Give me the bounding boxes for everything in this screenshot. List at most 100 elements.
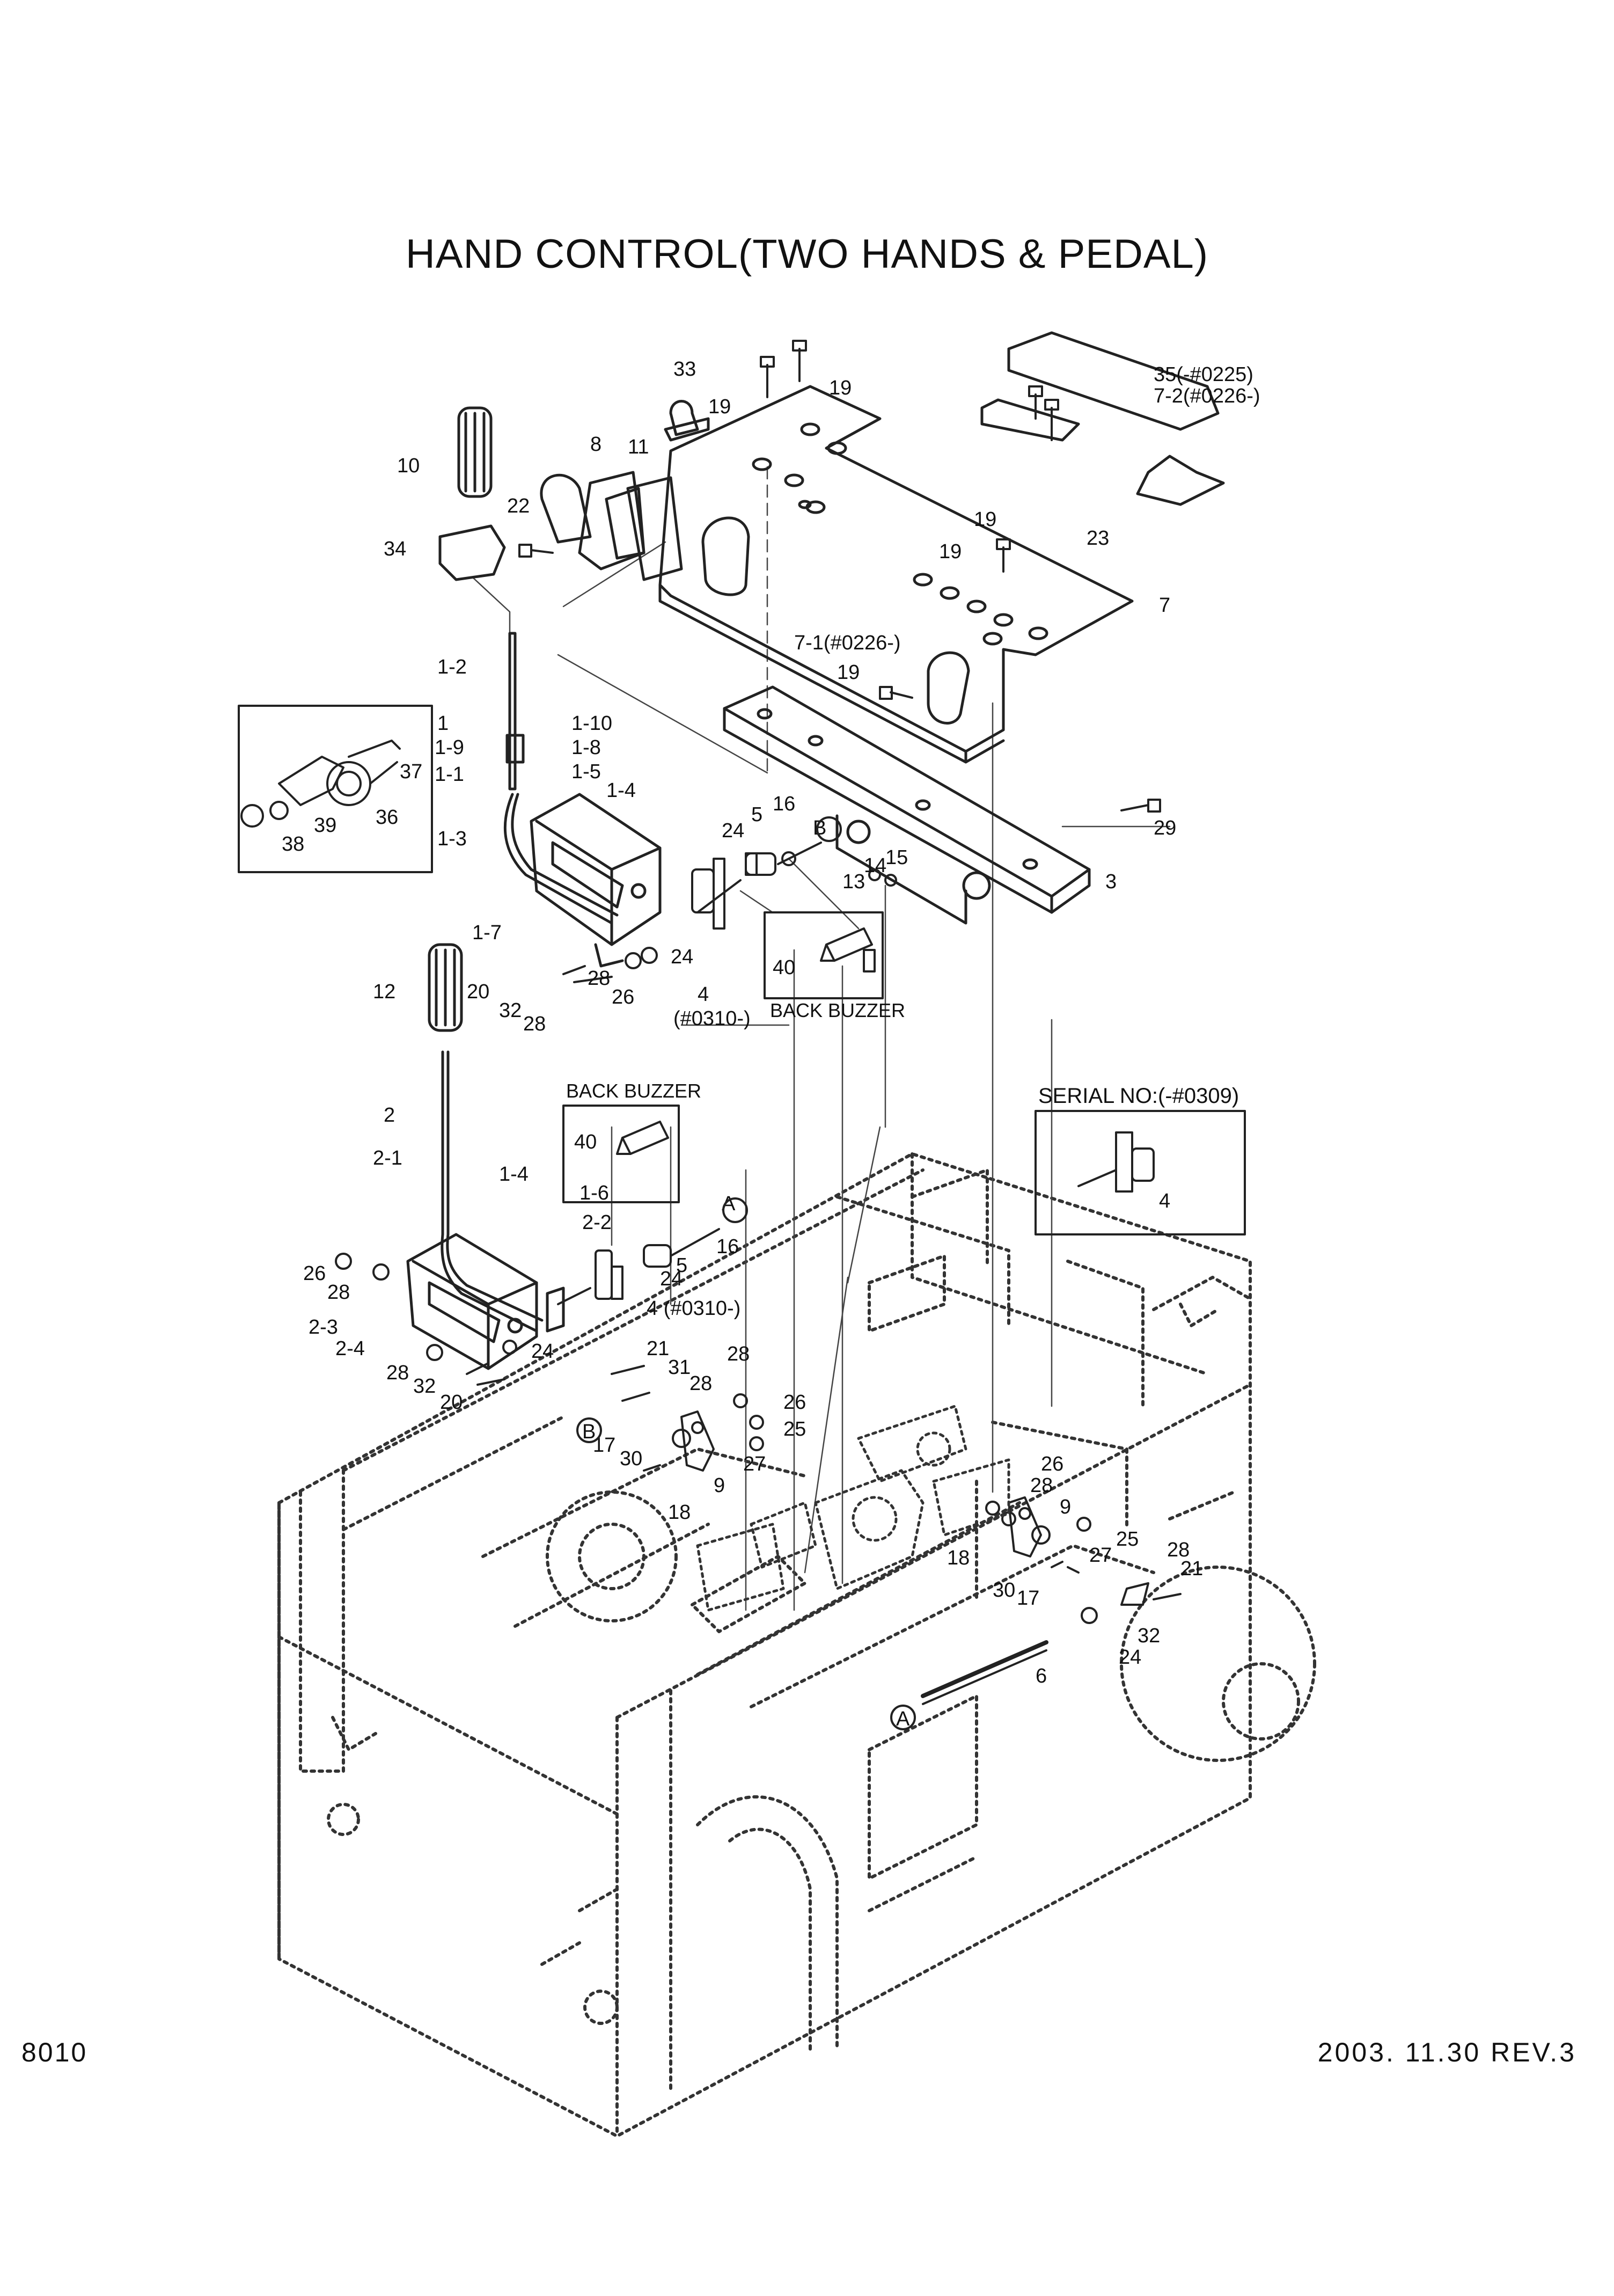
callout-label: 2-3 (309, 1316, 338, 1339)
callout-label: 27 (743, 1453, 766, 1475)
callout-label: 1-2 (437, 656, 467, 678)
box-captions: BACK BUZZER BACK BUZZER SERIAL NO:(-#030… (566, 999, 1239, 1108)
page-title: HAND CONTROL(TWO HANDS & PEDAL) (405, 231, 1209, 277)
revision-date: 2003. 11.30 REV.3 (1317, 2037, 1576, 2067)
back-buzzer-caption: BACK BUZZER (770, 999, 905, 1021)
floor-pads (980, 331, 1225, 506)
callout-label: 20 (467, 981, 489, 1003)
callout-label: 1-4 (606, 779, 636, 802)
callout-label: 17 (593, 1434, 615, 1457)
leader-lines (471, 466, 1171, 1611)
callout-label: 16 (773, 793, 795, 815)
callout-label: 25 (1116, 1528, 1139, 1551)
callout-label: 2-2 (582, 1211, 612, 1234)
callout-label: 17 (1017, 1587, 1039, 1610)
callout-label: 28 (327, 1281, 350, 1304)
callout-label: 24 (722, 820, 744, 842)
callout-label: 19 (708, 396, 731, 418)
bolts (369, 340, 1161, 813)
callout-label: 27 (1089, 1544, 1112, 1567)
callout-label: 28 (1030, 1474, 1053, 1497)
callout-label: 30 (993, 1579, 1015, 1602)
page-code: 8010 (21, 2037, 88, 2067)
callout-label: 31 (668, 1356, 691, 1379)
callout-label: 9 (1060, 1496, 1071, 1518)
callout-label: 34 (384, 538, 406, 560)
callout-label: 40 (773, 956, 795, 979)
callout-label: 1 (437, 712, 449, 735)
callout-label: 1-6 (579, 1182, 609, 1204)
buzzer-switch-upper (562, 842, 897, 983)
callout-label: 26 (1041, 1453, 1063, 1475)
callout-label: 7 (1159, 594, 1170, 617)
callout-label: 4 (698, 983, 709, 1006)
callout-label: 19 (939, 540, 962, 563)
callout-label: 9 (714, 1474, 725, 1497)
callout-label: 4 (#0310-) (647, 1297, 740, 1320)
serial-note-caption: SERIAL NO:(-#0309) (1038, 1084, 1239, 1108)
callout-label: (#0310-) (673, 1007, 751, 1030)
back-buzzer-box-lower (562, 1105, 680, 1203)
callout-label: 1-9 (435, 736, 464, 759)
callout-label: 5 (676, 1254, 687, 1277)
callout-label: 36 (376, 806, 398, 829)
inset-clamp-box (238, 705, 433, 873)
callout-label: 10 (397, 455, 420, 477)
lever-housing-upper (530, 793, 662, 968)
callout-label: 3 (1105, 871, 1117, 893)
callout-label: 1-4 (499, 1163, 529, 1186)
callout-label: 30 (620, 1447, 642, 1470)
callout-label: 2-1 (373, 1147, 402, 1169)
callout-label: 33 (673, 358, 696, 381)
callout-label: 28 (727, 1343, 750, 1365)
callout-label: 37 (400, 761, 422, 783)
joystick-assembly (540, 400, 710, 581)
callout-label: 28 (386, 1362, 409, 1384)
callout-label: 7-2(#0226-) (1154, 385, 1260, 407)
callout-label: 39 (314, 814, 336, 837)
callout-label: 8 (590, 433, 601, 456)
back-buzzer-caption: BACK BUZZER (566, 1080, 701, 1102)
callout-label: 5 (751, 803, 762, 826)
callout-label: 18 (947, 1547, 970, 1569)
callout-label: 13 (842, 871, 865, 893)
serial-note-box (1035, 1110, 1246, 1235)
callout-label: 7-1(#0226-) (794, 632, 901, 654)
pump-assembly (696, 1405, 1010, 1612)
callout-label: 24 (660, 1268, 683, 1290)
callout-label: 18 (668, 1501, 691, 1524)
callout-label: 16 (716, 1235, 739, 1258)
lever-housing-lower (406, 1233, 565, 1370)
callout-label: 14 (864, 854, 886, 877)
callout-label: 4 (1159, 1190, 1170, 1212)
callout-label: 25 (783, 1418, 806, 1441)
callout-label: 12 (373, 981, 395, 1003)
callout-label: 19 (974, 508, 996, 531)
callout-label: 28 (523, 1013, 546, 1035)
callout-label: 32 (1138, 1625, 1160, 1647)
linkage-parts (611, 1365, 1182, 1705)
callout-label: 1-8 (571, 736, 601, 759)
callout-label: 26 (783, 1391, 806, 1414)
callout-label: 19 (837, 661, 860, 684)
callout-label: 24 (671, 946, 693, 968)
callout-label: 28 (689, 1372, 712, 1395)
callout-label: 15 (885, 846, 908, 869)
callout-label: 1-10 (571, 712, 612, 735)
buzzer-switch-lower (335, 1228, 720, 1386)
chassis-frame (277, 1152, 1316, 2138)
callout-label: 2 (384, 1104, 395, 1127)
callout-label: 32 (499, 999, 522, 1022)
hand-lever-1 (438, 406, 619, 925)
callout-label: 38 (282, 833, 304, 855)
callout-label: 24 (531, 1340, 554, 1363)
letter-circles (576, 816, 916, 1730)
callout-label: 32 (413, 1375, 436, 1398)
callout-label: 2-4 (335, 1337, 365, 1360)
upper-plate (658, 385, 1134, 764)
callout-label: 29 (1154, 817, 1176, 839)
callout-label: 26 (612, 986, 634, 1008)
callout-label: 11 (628, 436, 649, 458)
